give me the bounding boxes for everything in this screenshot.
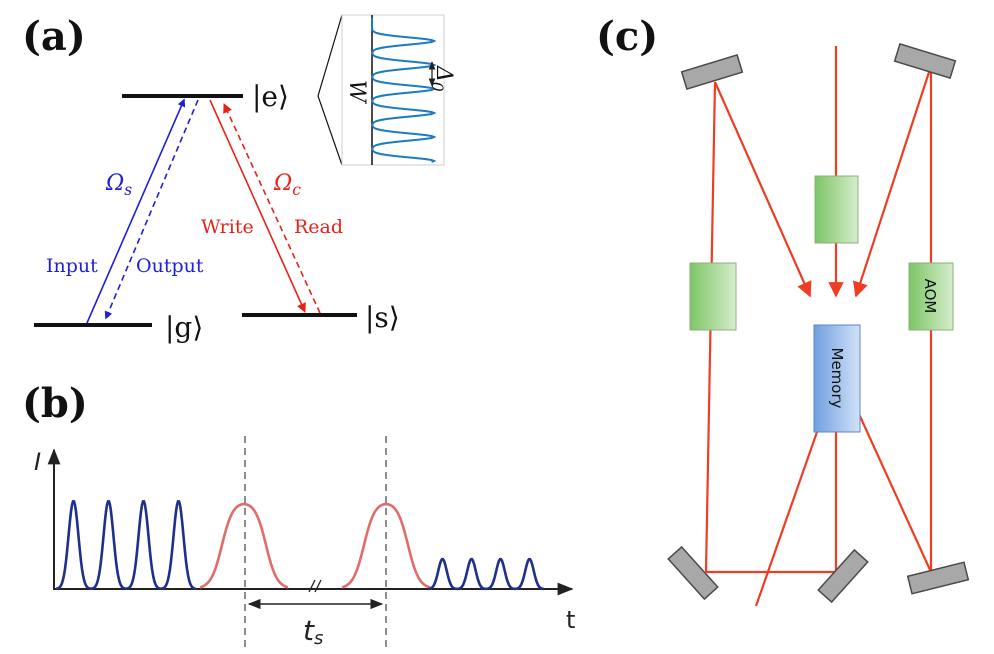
control-pulse-write — [199, 502, 289, 589]
omega-s-label: Ωs — [105, 171, 132, 199]
omega-s-label-sub: s — [124, 181, 132, 199]
axis-break-1 — [308, 579, 316, 593]
mirrors — [667, 42, 970, 604]
delta-label-sub: 0 — [428, 82, 446, 92]
ket-s: |s⟩ — [365, 301, 400, 334]
beam-left-in — [713, 81, 812, 298]
comb-spectrum — [371, 18, 437, 163]
x-axis-label: t — [566, 606, 575, 634]
input-pulses — [55, 500, 197, 591]
panel-a: (a) |e⟩ |g⟩ |s⟩ Ωs Ωc Input Output Write… — [22, 13, 456, 344]
mirror-top-left — [680, 53, 744, 91]
beam-right-out — [857, 413, 933, 573]
omega-c-label-sub: c — [292, 181, 301, 199]
write-label: Write — [201, 216, 254, 238]
ket-g: |g⟩ — [165, 311, 203, 344]
comb-inset: Δ0 W — [341, 14, 456, 166]
output-arrow — [104, 99, 199, 320]
memory-label: Memory — [828, 347, 846, 408]
output-pulses — [427, 557, 545, 591]
beam-output — [754, 431, 819, 607]
delta-label: Δ0 — [428, 65, 456, 92]
zoom-lines — [317, 14, 343, 166]
input-label: Input — [46, 255, 98, 277]
beam-right-in — [852, 65, 933, 298]
storage-time-sub: s — [314, 628, 323, 649]
panel-a-label: (a) — [22, 13, 86, 60]
mirror-bottom-center — [817, 548, 869, 604]
omega-s-label-main: Ω — [105, 171, 124, 196]
mirror-top-right — [893, 42, 957, 80]
omega-c-label: Ωc — [273, 171, 301, 199]
memory-box — [813, 324, 861, 433]
read-arrow — [223, 103, 321, 314]
panel-c-label: (c) — [596, 13, 658, 60]
width-label: W — [344, 80, 369, 105]
axis-break-2 — [314, 579, 322, 593]
aom-box — [908, 262, 954, 331]
write-arrow — [209, 99, 306, 313]
storage-time-label: ts — [303, 614, 323, 649]
omega-c-label-main: Ω — [273, 171, 292, 196]
control-pulse-read — [341, 502, 431, 589]
storage-time-t: t — [303, 614, 315, 647]
beams — [704, 46, 933, 607]
panel-b: (b) I t ts — [22, 380, 575, 649]
aom-label: AOM — [921, 279, 939, 314]
delta-label-main: Δ — [431, 65, 456, 82]
y-axis-label: I — [34, 448, 41, 476]
modulator-left — [689, 262, 737, 331]
ket-e: |e⟩ — [252, 80, 289, 113]
mirror-bottom-right — [906, 561, 970, 595]
input-arrow — [86, 98, 186, 324]
output-label: Output — [136, 255, 204, 277]
read-label: Read — [294, 216, 343, 238]
panel-c: (c) AOM Memory — [596, 13, 970, 607]
panel-b-label: (b) — [22, 380, 88, 427]
modulator-center — [814, 175, 859, 244]
mirror-bottom-left — [667, 545, 719, 601]
